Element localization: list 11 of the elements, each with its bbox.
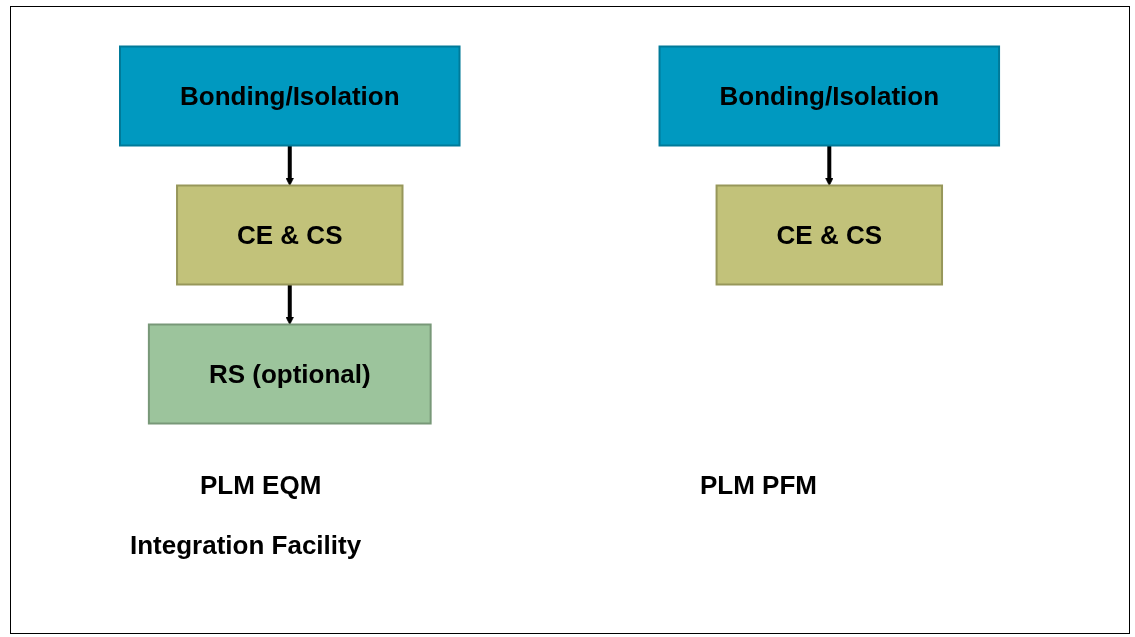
node-box: Bonding/Isolation — [119, 45, 461, 147]
caption-text: PLM PFM — [700, 470, 817, 501]
caption-text: PLM EQM — [200, 470, 322, 501]
node-box: CE & CS — [176, 184, 404, 286]
node-box: Bonding/Isolation — [659, 45, 1001, 147]
node-box: RS (optional) — [148, 323, 433, 425]
node-box: CE & CS — [716, 184, 944, 286]
arrow — [285, 145, 295, 186]
arrow — [285, 284, 295, 325]
arrow — [825, 145, 835, 186]
caption-text: Integration Facility — [130, 530, 362, 561]
